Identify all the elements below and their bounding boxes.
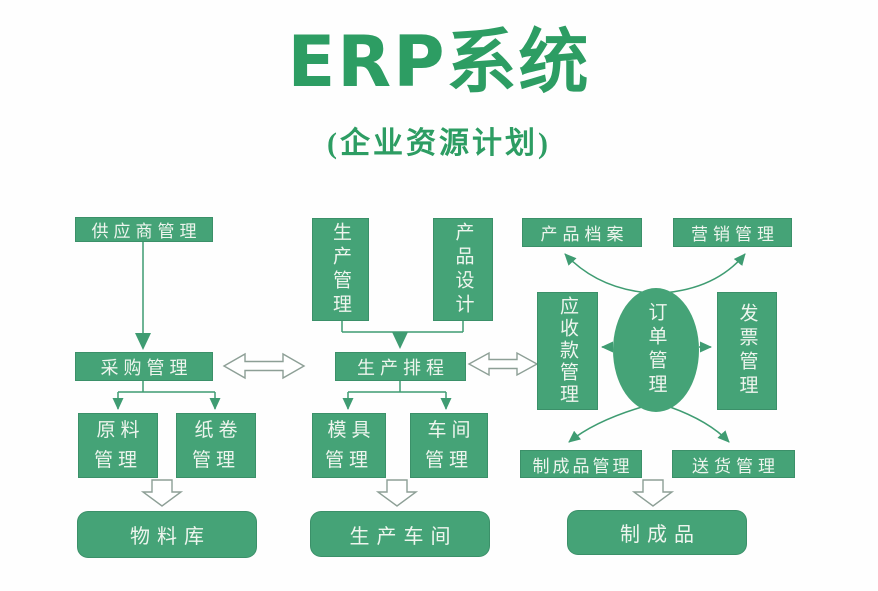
double-arrow-purchase-schedule [222, 352, 306, 380]
node-production-management: 生产管理 [312, 218, 369, 321]
node-product-archive: 产品档案 [522, 218, 642, 247]
node-workshop-management: 车间 管理 [410, 413, 488, 478]
node-invoice-management-label: 发票管理 [736, 303, 758, 399]
node-finished-product: 制成品 [567, 510, 747, 555]
node-product-design: 产品设计 [433, 218, 493, 321]
node-purchase-management: 采购管理 [75, 352, 213, 381]
node-material-warehouse: 物料库 [77, 511, 257, 558]
node-paper-roll-management: 纸卷 管理 [176, 413, 256, 478]
node-order-management: 订单管理 [613, 288, 699, 412]
arrow-order-to-marketing [661, 253, 746, 294]
arrow-order-to-finished-mgmt [568, 406, 643, 443]
block-arrow-to-finished-product [631, 479, 675, 507]
arrow-order-to-archive [564, 253, 651, 294]
node-delivery-management: 送货管理 [672, 450, 795, 478]
page-title: ERP系统 [287, 21, 591, 103]
node-marketing-management: 营销管理 [673, 218, 792, 247]
arrow-purchase-branch [112, 381, 221, 410]
node-product-design-label: 产品设计 [452, 221, 474, 318]
page-subtitle: (企业资源计划) [327, 127, 551, 160]
block-arrow-to-material-warehouse [140, 479, 184, 507]
node-finished-product-management: 制成品管理 [520, 450, 642, 478]
node-production-workshop: 生产车间 [310, 511, 490, 557]
arrow-schedule-branch [342, 381, 452, 410]
block-arrow-to-production-workshop [375, 479, 419, 507]
arrow-merge-to-schedule [341, 321, 464, 349]
node-invoice-management: 发票管理 [717, 292, 777, 410]
node-production-management-label: 生产管理 [330, 221, 351, 318]
node-receivables-management: 应收款管理 [537, 292, 598, 410]
node-receivables-management-label: 应收款管理 [557, 296, 578, 406]
node-production-schedule: 生产排程 [335, 352, 466, 381]
node-mold-management: 模具 管理 [312, 413, 386, 478]
node-order-management-label: 订单管理 [645, 302, 667, 398]
node-supplier-management: 供应商管理 [75, 217, 213, 242]
double-arrow-schedule-receivables [467, 351, 539, 377]
arrow-order-to-delivery [669, 406, 730, 443]
node-raw-material-management: 原料 管理 [78, 413, 158, 478]
